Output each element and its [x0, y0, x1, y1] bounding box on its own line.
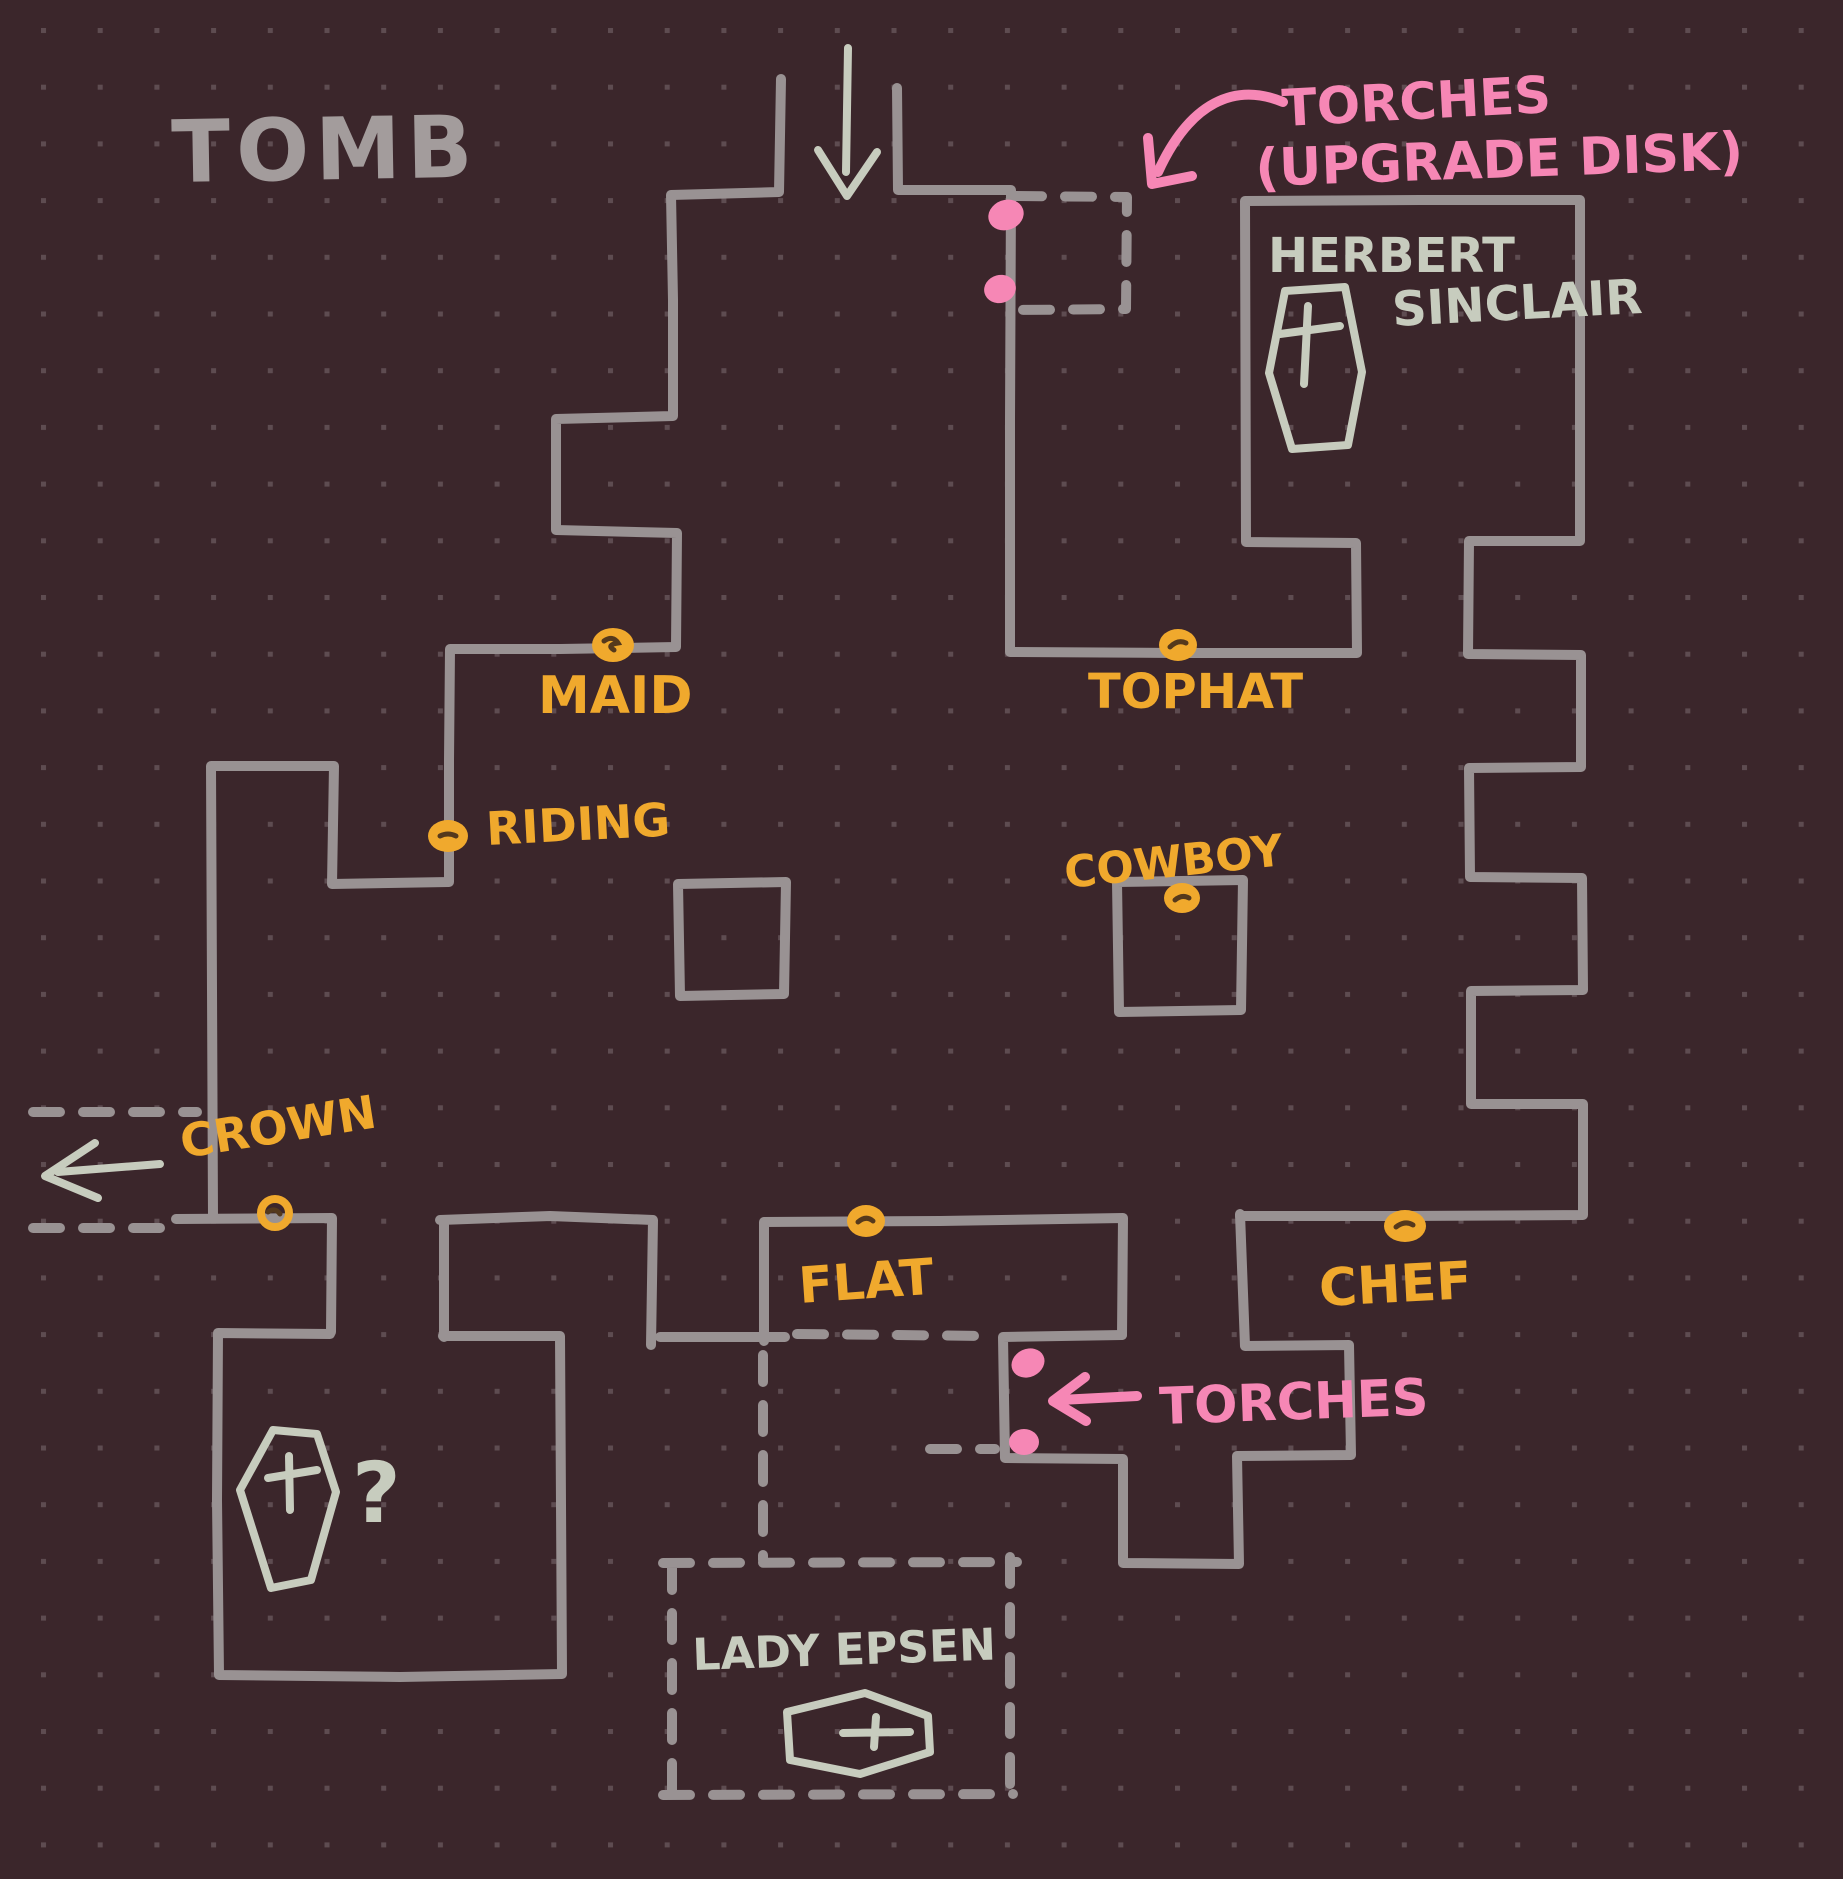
wall-cowboy-pillar — [1112, 875, 1248, 1017]
lady-epsen-coffin-icon — [783, 1689, 934, 1778]
crown-item-dot — [257, 1195, 293, 1231]
unknown-grave-question-mark: ? — [352, 1444, 401, 1542]
unknown-coffin-icon — [236, 1426, 340, 1592]
wall-flat-run — [759, 1213, 1128, 1346]
dashed-lady-room — [658, 1552, 1022, 1800]
item-label-chef: CHEF — [1318, 1251, 1474, 1319]
wall-cross-room — [998, 1209, 1356, 1569]
item-label-maid: MAID — [538, 666, 693, 726]
item-label-riding: RIDING — [485, 792, 672, 856]
note-torches-south: TORCHES — [1158, 1369, 1429, 1437]
riding-item-dot — [428, 820, 468, 852]
grave-label-herbert: HERBERT — [1268, 228, 1515, 284]
entrance-arrow-icon — [814, 44, 881, 200]
item-label-tophat: TOPHAT — [1088, 664, 1303, 720]
entrance-torch-dots — [984, 199, 1024, 304]
grave-label-lady-epsen: LADY EPSEN — [692, 1619, 997, 1681]
herbert-coffin-icon — [1265, 283, 1366, 453]
item-label-flat: FLAT — [797, 1248, 936, 1315]
tophat-item-dot — [1159, 629, 1197, 661]
map-title: TOMB — [171, 98, 480, 203]
walls-dashed — [28, 191, 1132, 1800]
west-exit-arrow-icon — [41, 1139, 164, 1202]
wall-central-pillar — [673, 877, 791, 1001]
grave-label-sinclair: SINCLAIR — [1391, 269, 1644, 338]
torches-upgrade-arrow-icon — [1143, 89, 1288, 189]
dashed-entrance-box — [1010, 191, 1132, 315]
note-torches-upgrade-line1: TORCHES — [1281, 66, 1553, 139]
wall-east-complex — [892, 83, 1588, 1221]
wall-crown-junction — [171, 1213, 337, 1337]
flat-item-dot — [847, 1205, 885, 1237]
wall-flat-top — [435, 1211, 658, 1350]
cowboy-item-dot — [1164, 883, 1200, 913]
maid-item-dot — [592, 628, 634, 662]
cross-room-torch-dots — [1009, 1348, 1045, 1455]
dashed-flat-east — [792, 1329, 995, 1341]
chef-item-dot — [1384, 1210, 1426, 1242]
wall-grave-room — [212, 1328, 567, 1682]
torches-south-arrow-icon — [1048, 1372, 1142, 1426]
